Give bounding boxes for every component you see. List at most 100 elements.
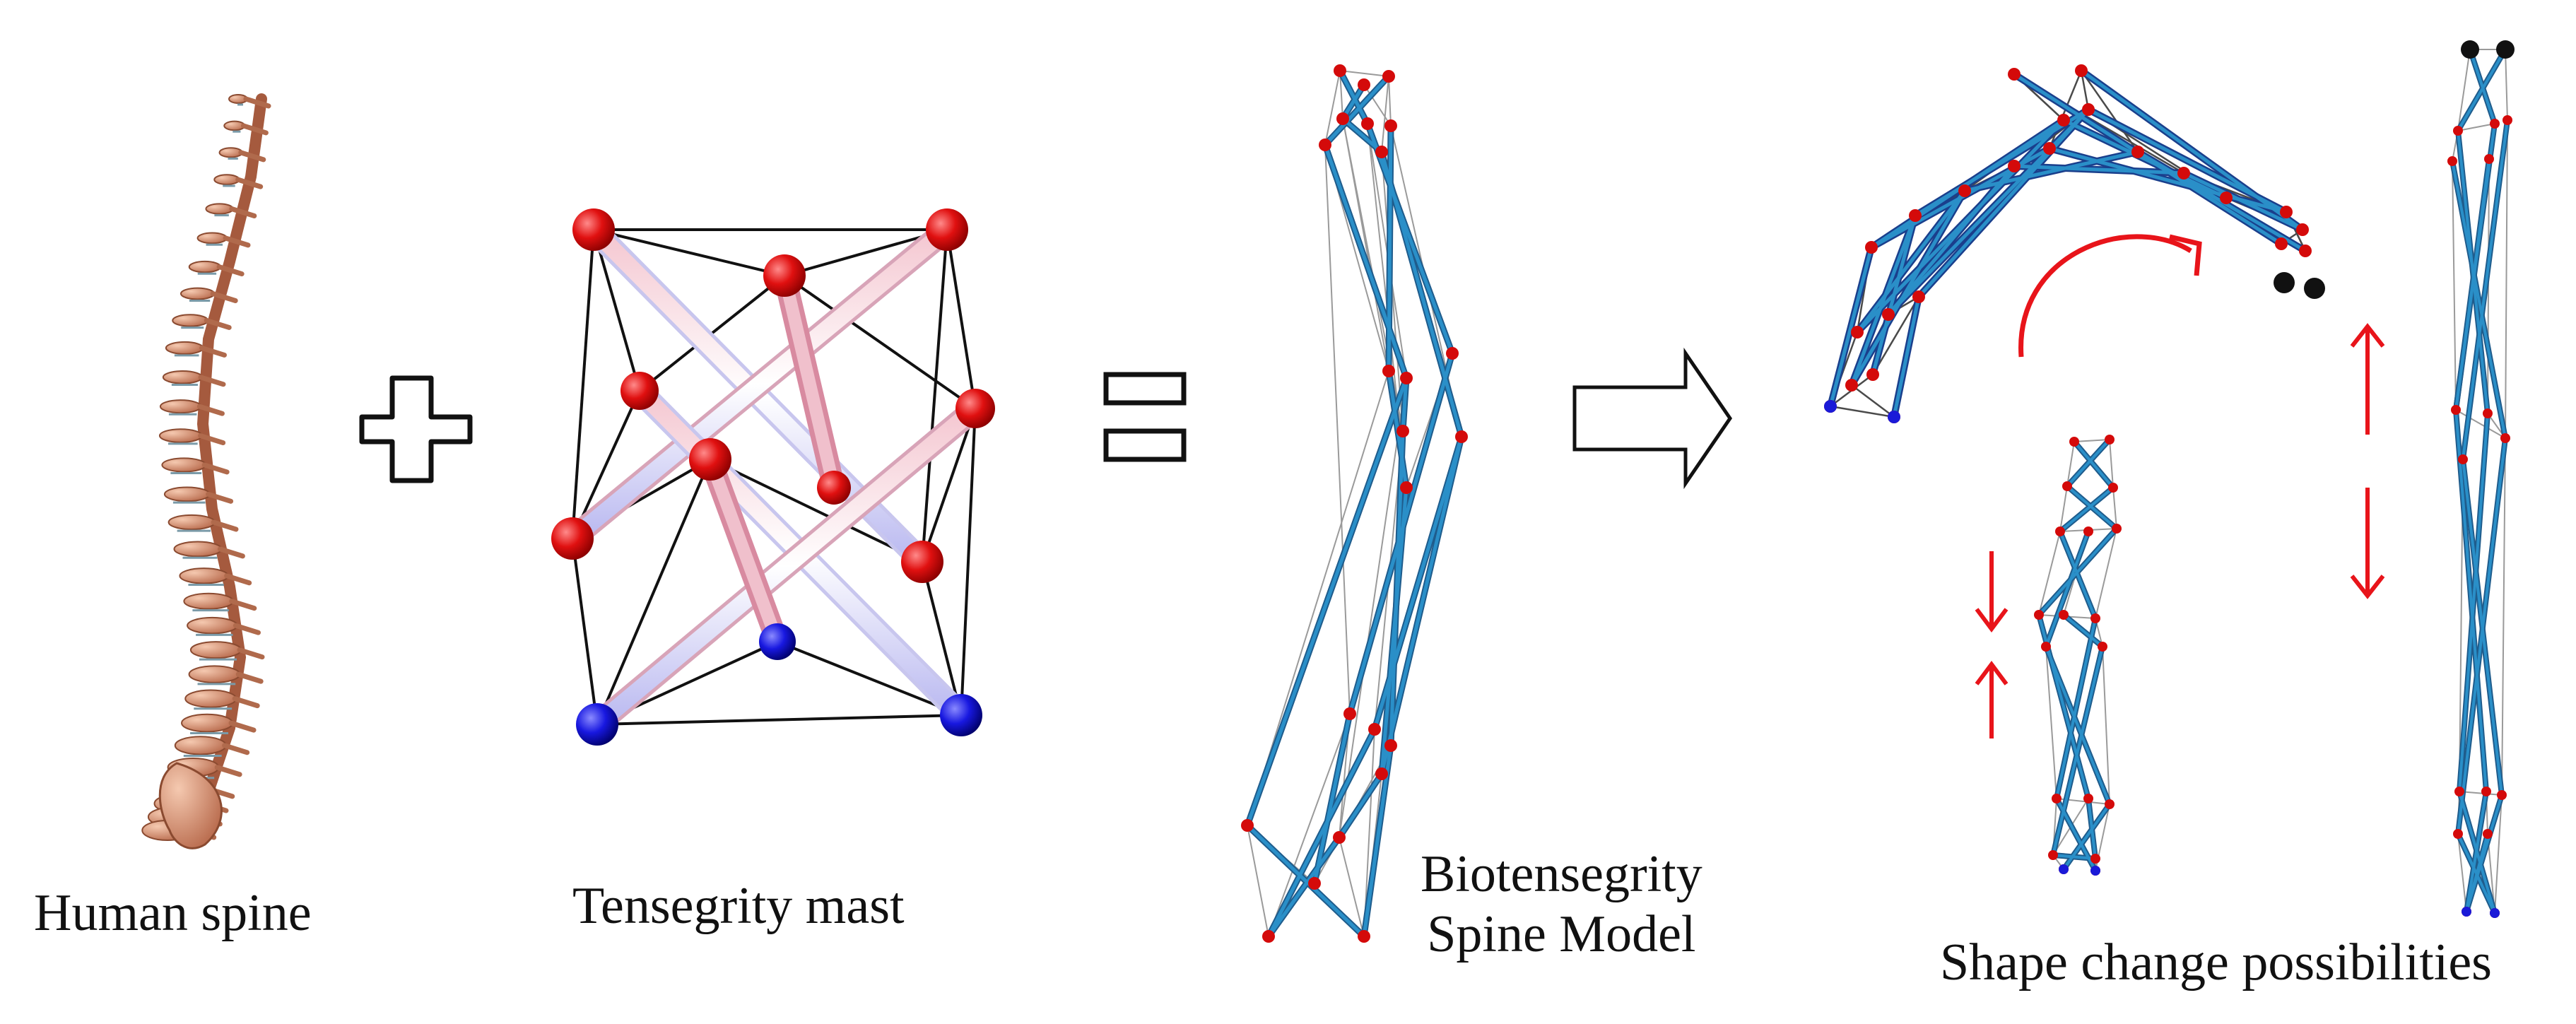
model-node: [1241, 819, 1254, 832]
model-node: [1958, 184, 1971, 197]
vertebra: [167, 514, 216, 531]
shape-change-caption: Shape change possibilities: [1940, 934, 2492, 991]
model-node: [2458, 454, 2468, 464]
mast-node: [689, 438, 731, 481]
model-node: [2484, 154, 2494, 164]
vertebra: [174, 736, 227, 755]
mast-node: [551, 517, 594, 560]
model-node: [1912, 290, 1925, 303]
model-node: [2090, 854, 2100, 864]
model-node: [2048, 850, 2058, 860]
right-arrow-icon: [1572, 347, 1733, 490]
mast-node: [817, 471, 851, 505]
compress-arrows-icon: [1975, 551, 2009, 738]
model-node: [2177, 167, 2190, 180]
biotensegrity-caption-line1: Biotensegrity: [1421, 845, 1702, 903]
model-node: [2041, 642, 2051, 652]
model-node: [2059, 864, 2069, 874]
model-node: [1396, 425, 1409, 437]
vertebra: [183, 592, 234, 610]
model-node: [1375, 767, 1388, 780]
model-node: [1343, 707, 1356, 720]
model-node: [2454, 787, 2464, 796]
model-node: [1888, 411, 1900, 423]
model-node: [2057, 114, 2070, 126]
model-node: [1368, 723, 1381, 736]
model-node: [2098, 642, 2107, 652]
model-node: [2451, 405, 2461, 415]
model-node: [2083, 526, 2093, 536]
model-node: [2008, 160, 2021, 172]
model-node: [2034, 610, 2044, 620]
model-node: [2490, 908, 2500, 918]
model-node: [2483, 408, 2493, 418]
model-node: [2105, 435, 2115, 445]
vertebra: [189, 641, 242, 659]
human-spine-caption: Human spine: [34, 884, 312, 942]
model-node: [2083, 794, 2093, 804]
model-node: [2090, 613, 2100, 623]
bent-model-illustration: [1824, 64, 2325, 423]
model-node: [2500, 433, 2510, 443]
model-node: [1358, 78, 1370, 91]
model-node: [1866, 368, 1879, 381]
mast-node: [572, 208, 615, 251]
model-node: [1882, 308, 1895, 321]
model-node: [2483, 829, 2493, 839]
model-node: [1446, 347, 1459, 360]
vertebra: [173, 541, 223, 558]
model-node: [2075, 64, 2088, 77]
model-node: [2082, 103, 2095, 116]
vertebra: [159, 399, 202, 414]
model-node: [2069, 437, 2079, 447]
model-node: [2059, 610, 2069, 620]
model-node: [2112, 524, 2122, 534]
bend-arrow-icon: [2018, 234, 2202, 358]
human-spine-illustration: [141, 93, 271, 849]
model-node: [2274, 272, 2295, 293]
model-node: [1824, 400, 1837, 413]
vertebra: [165, 341, 204, 355]
mast-node: [759, 623, 796, 660]
model-node: [1361, 117, 1374, 130]
model-node: [1382, 365, 1395, 377]
model-node: [2481, 787, 2491, 796]
vertebra: [196, 232, 228, 245]
equals-icon: [1103, 372, 1187, 462]
biotensegrity-caption-line2: Spine Model: [1427, 905, 1696, 964]
model-node: [1375, 146, 1388, 158]
extended-model-illustration: [2447, 40, 2515, 918]
model-node: [2453, 126, 2463, 136]
compressed-model-illustration: [2034, 435, 2122, 876]
model-node: [1865, 241, 1878, 254]
model-node: [2108, 483, 2118, 493]
vertebra: [188, 260, 222, 273]
model-node: [2090, 866, 2100, 876]
model-node: [2497, 790, 2507, 800]
model-node: [2052, 794, 2062, 804]
model-node: [1400, 372, 1413, 384]
model-node: [1308, 877, 1321, 890]
mast-node: [955, 389, 995, 428]
mast-node: [621, 372, 659, 410]
model-node: [1851, 326, 1864, 339]
biotensegrity-caption: Biotensegrity Spine Model: [1421, 844, 1702, 965]
extend-arrows-icon: [2350, 323, 2385, 599]
model-node: [2043, 142, 2056, 155]
model-node: [2462, 907, 2471, 917]
model-node: [2461, 40, 2479, 59]
model-node: [2105, 799, 2115, 809]
model-node: [1319, 139, 1331, 151]
model-node: [2304, 278, 2325, 299]
model-node: [1382, 70, 1395, 83]
mast-node: [940, 694, 982, 736]
model-node: [2299, 245, 2312, 257]
model-node: [2055, 526, 2065, 536]
model-node: [2275, 237, 2288, 250]
plus-icon: [359, 375, 473, 483]
tensegrity-mast-caption: Tensegrity mast: [572, 877, 905, 935]
tensegrity-mast-illustration: [551, 208, 995, 746]
model-node: [2131, 146, 2144, 158]
model-node: [1384, 119, 1397, 132]
